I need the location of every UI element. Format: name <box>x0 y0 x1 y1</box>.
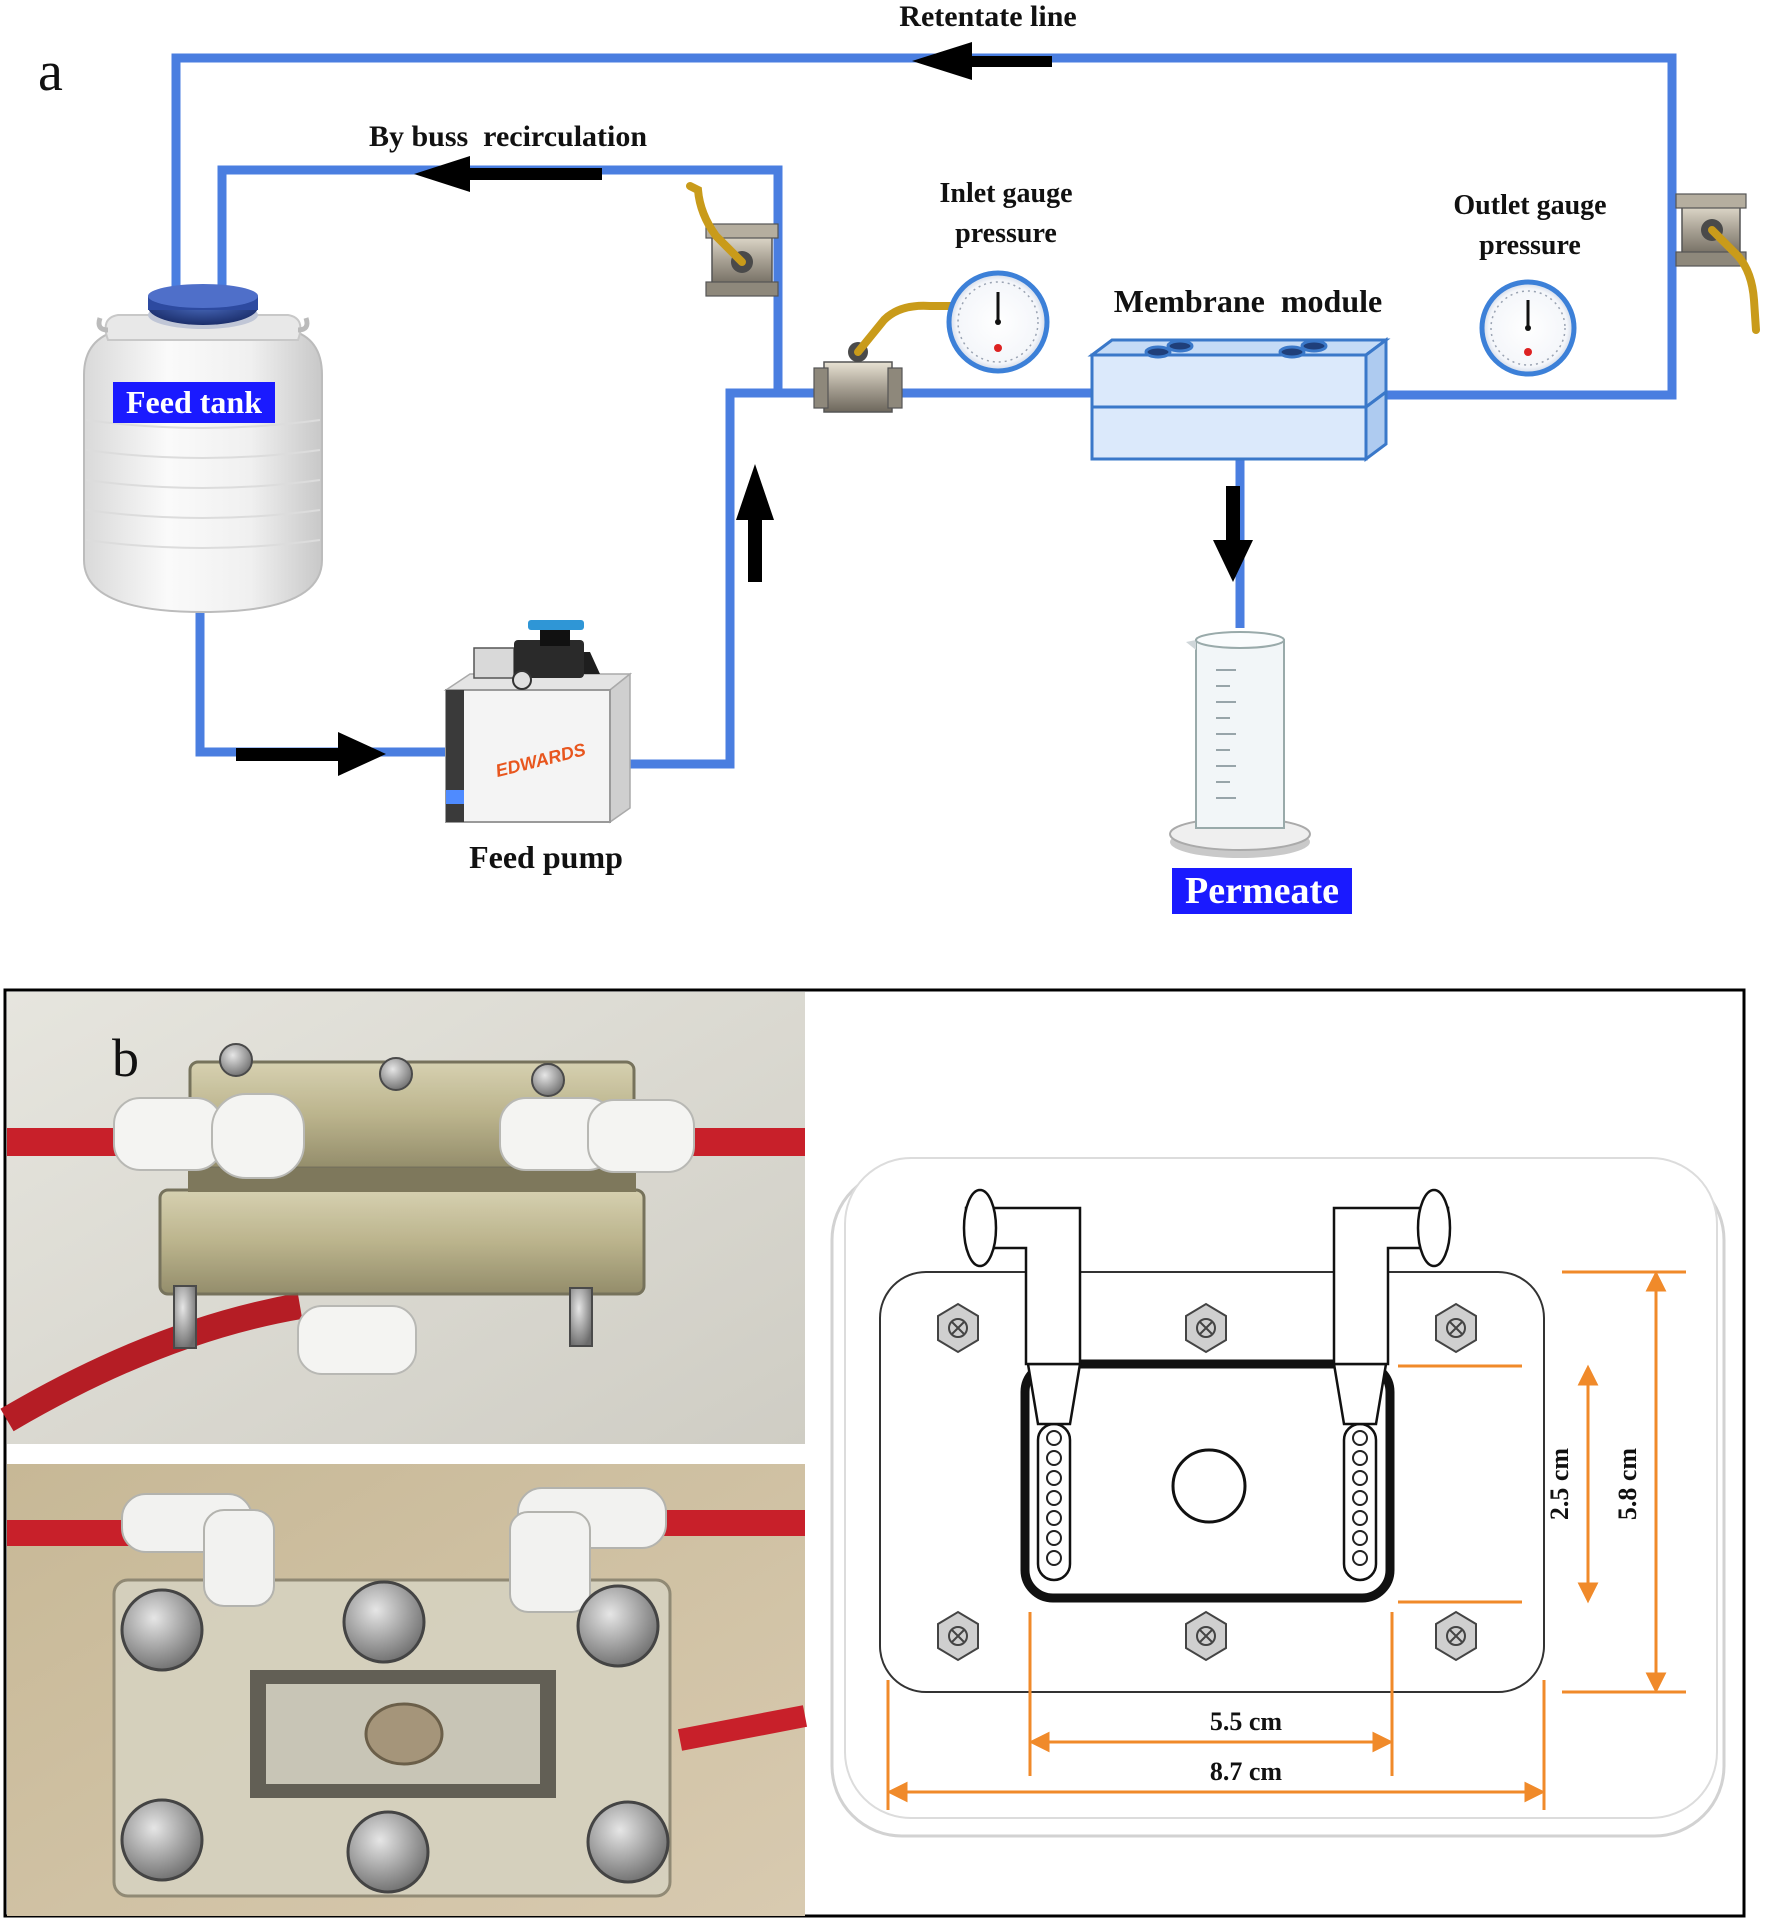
pipe-network <box>171 53 1677 769</box>
feed-arrow <box>236 732 386 776</box>
membrane-module-label: Membrane module <box>1114 283 1382 319</box>
permeate-arrow <box>1213 486 1253 582</box>
module-photo-side-view <box>0 992 805 1444</box>
panel-a-letter: a <box>38 41 63 103</box>
bypass-arrow <box>414 156 602 192</box>
upflow-arrow <box>736 464 774 582</box>
membrane-module <box>1087 337 1391 462</box>
dimension-outer-height: 5.8 cm <box>1613 1448 1642 1521</box>
retentate-line-label: Retentate line <box>899 0 1076 33</box>
bypass-valve <box>686 182 779 297</box>
feed-pump: EDWARDS <box>443 620 633 824</box>
membrane-center-hole <box>1171 1448 1247 1524</box>
inlet-pressure-gauge <box>946 270 1050 374</box>
flow-arrows <box>236 42 1253 776</box>
dimension-inner-width: 5.5 cm <box>1210 1707 1283 1736</box>
inlet-elbow-fitting <box>962 1188 1082 1366</box>
inlet-gauge-label-2: pressure <box>955 218 1057 249</box>
channel-holes <box>1046 1430 1368 1566</box>
outlet-pressure-gauge <box>1479 279 1577 377</box>
dimension-inner-height: 2.5 cm <box>1545 1448 1574 1521</box>
retentate-arrow <box>912 42 1052 80</box>
module-photo-top-view <box>7 1464 808 1916</box>
outlet-elbow-fitting <box>1332 1188 1452 1366</box>
pump-outlet-pipe <box>610 388 1092 769</box>
outlet-gauge-label-2: pressure <box>1479 230 1581 261</box>
feed-pump-label: Feed pump <box>469 839 623 875</box>
dimension-lines <box>886 1270 1686 1810</box>
permeate-label-bg <box>1172 868 1352 914</box>
panel-a: a <box>38 0 1760 914</box>
outlet-gauge-label-1: Outlet gauge <box>1453 190 1606 221</box>
retentate-pipe <box>171 53 1677 400</box>
panel-b: b <box>0 988 1746 1918</box>
feed-tank-label: Feed tank <box>126 384 262 420</box>
inlet-valve <box>813 301 956 413</box>
permeate-cylinder <box>1169 631 1311 858</box>
feed-tank: Feed tank <box>83 284 323 614</box>
bypass-label: By buss recirculation <box>369 120 647 153</box>
panel-b-letter: b <box>112 1028 139 1088</box>
permeate-label: Permeate <box>1185 870 1339 912</box>
feed-tank-label-bg <box>113 382 275 423</box>
outlet-valve <box>1675 193 1760 334</box>
inlet-gauge-label-1: Inlet gauge <box>940 178 1073 209</box>
dimension-outer-width: 8.7 cm <box>1210 1757 1283 1786</box>
module-schematic: 2.5 cm 5.8 cm 5.5 cm 8.7 cm <box>830 1157 1726 1838</box>
